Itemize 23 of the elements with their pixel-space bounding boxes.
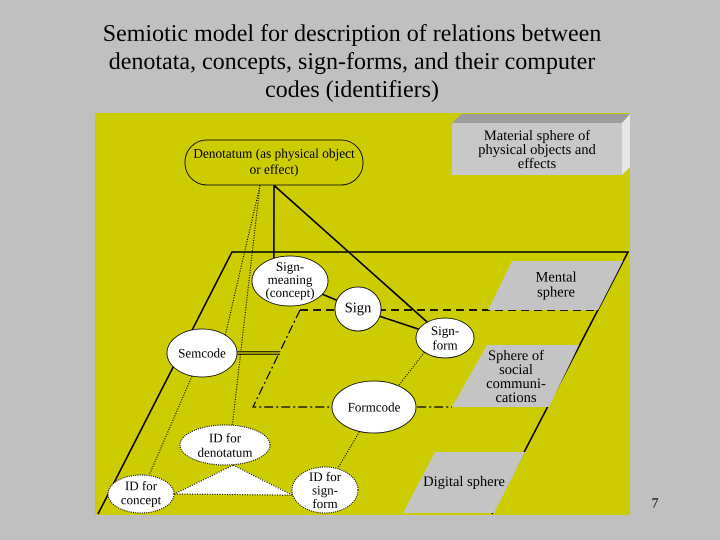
- connector-line: [273, 184, 428, 322]
- dotted-line: [232, 185, 261, 425]
- ellipse-node: Formcode: [332, 380, 416, 434]
- connector-line: [322, 294, 337, 301]
- dotted-line: [148, 376, 192, 476]
- rounded-box: Denotatum (as physical object or effect): [184, 140, 364, 186]
- dotted-line: [337, 432, 360, 469]
- dotted-line: [232, 464, 293, 496]
- dotted-line: [174, 464, 234, 494]
- shaded-box: Material sphere of physical objects and effects: [452, 114, 630, 175]
- dotted-line: [174, 493, 292, 496]
- ellipse-node: Sign- form: [416, 318, 474, 358]
- title: Semiotic model for description of relations between denotata, concepts, sign-forms, and their computer codes (identifiers): [104, 24, 601, 102]
- parallelogram-box: Mental sphere: [488, 261, 623, 310]
- connector-line: [380, 316, 419, 330]
- circle-node: Sign: [334, 286, 382, 332]
- ellipse-node: Semcode: [166, 328, 238, 378]
- parallelogram-box: Digital sphere: [403, 452, 525, 513]
- connector-line: [273, 185, 275, 258]
- double-line: [237, 351, 280, 355]
- page-number: 7: [652, 498, 658, 508]
- ellipse-node: Sign- meaning (concept): [252, 256, 328, 306]
- dotted-line: [398, 352, 425, 386]
